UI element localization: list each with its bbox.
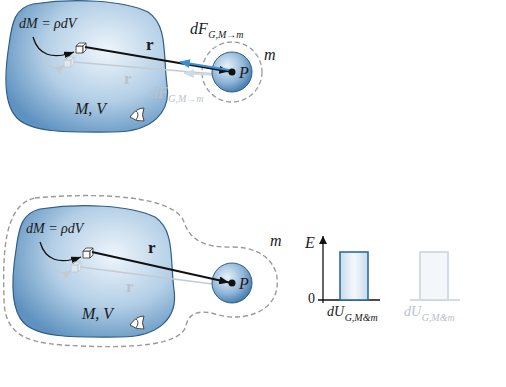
mass-body: dM = ρdV M, V — [10, 205, 180, 341]
point-label: P — [239, 64, 249, 82]
faded-energy-subscript: G,M&m — [422, 312, 455, 323]
faded-force-subscript: G,M→m — [168, 93, 203, 104]
energy-label: dU — [327, 304, 344, 319]
faded-position-vector: r — [126, 278, 134, 297]
mass-element-label: dM = ρdV — [19, 16, 76, 31]
energy-subscript: G,M&m — [345, 312, 378, 323]
mass-volume-label: M, V — [75, 100, 106, 118]
mass-body: dM = ρdV M, V — [3, 0, 173, 136]
mass-element-label: dM = ρdV — [26, 221, 83, 236]
mass-label: m — [270, 232, 282, 250]
position-vector: r — [146, 36, 154, 55]
system-boundary — [4, 196, 278, 347]
faded-position-vector: r — [124, 70, 132, 89]
energy-axis — [322, 236, 323, 303]
mass-volume-label: M, V — [82, 305, 113, 323]
faded-energy-bar — [420, 252, 448, 300]
energy-axis-label: E — [305, 234, 315, 252]
position-vector: r — [148, 239, 156, 258]
point-label: P — [239, 275, 249, 293]
mass-label: m — [264, 46, 276, 64]
point-mass: P — [202, 253, 262, 313]
faded-energy-label: dU — [404, 304, 421, 319]
faded-force-label: dF — [150, 84, 168, 102]
force-label: dF — [190, 20, 208, 38]
energy-bar — [340, 252, 368, 300]
point-mass: P — [202, 42, 262, 102]
force-subscript: G,M→m — [208, 29, 243, 40]
zero-label: 0 — [308, 291, 315, 306]
